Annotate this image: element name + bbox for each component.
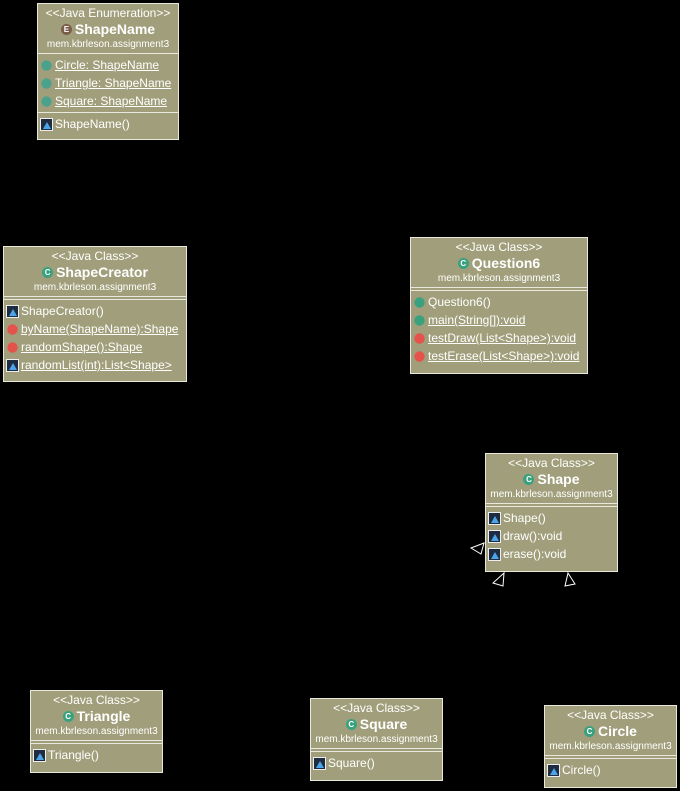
class-name: ShapeName [74,21,156,37]
method-shape-ctor[interactable]: Shape() [488,509,615,527]
stereotype-label: <<Java Class>> [53,693,140,707]
inheritance-arrowhead-circle [564,571,576,587]
package-method-icon [488,529,501,543]
private-static-method-icon [7,341,18,353]
method-testdraw[interactable]: testDraw(List<Shape>):void [413,329,585,347]
field-circle[interactable]: Circle: ShapeName [40,56,176,74]
package-label: mem.kbrleson.assignment3 [490,489,613,500]
method-square-ctor[interactable]: Square() [313,754,440,772]
private-static-method-icon [414,332,425,344]
constructor-icon [40,117,53,131]
static-final-field-icon [41,77,52,89]
class-icon: C [345,718,357,730]
class-name: Shape [537,471,580,487]
package-method-icon [488,547,501,561]
method-main[interactable]: main(String[]):void [413,311,585,329]
stereotype-label: <<Java Class>> [51,249,139,263]
public-static-method-icon [414,314,425,326]
static-final-field-icon [41,59,52,71]
method-testerase[interactable]: testErase(List<Shape>):void [413,347,585,365]
class-icon: C [523,473,535,485]
method-question6-ctor[interactable]: Question6() [413,293,585,311]
stereotype-label: <<Java Enumeration>> [45,6,171,20]
constructor-icon [488,511,501,525]
class-icon: C [457,257,469,269]
class-icon: C [42,266,54,278]
enum-icon: E [60,23,72,35]
public-constructor-icon [414,296,425,308]
method-erase[interactable]: erase():void [488,545,615,563]
method-shapecreator-ctor[interactable]: ShapeCreator() [6,302,184,320]
method-randomshape[interactable]: randomShape():Shape [6,338,184,356]
constructor-icon [547,763,560,777]
constructor-icon [33,748,46,762]
method-randomlist[interactable]: randomList(int):List<Shape> [6,356,184,374]
stereotype-label: <<Java Class>> [567,708,654,722]
package-static-method-icon [6,358,19,372]
inheritance-arrowhead-square [492,571,505,587]
class-name: Question6 [471,255,541,271]
inheritance-arrowhead-triangle [469,542,485,555]
class-name: Triangle [76,708,131,724]
class-name: Circle [598,723,637,739]
constructor-icon [6,304,19,318]
field-triangle[interactable]: Triangle: ShapeName [40,74,176,92]
class-name: ShapeCreator [56,264,148,280]
package-label: mem.kbrleson.assignment3 [437,273,561,284]
package-label: mem.kbrleson.assignment3 [35,726,158,737]
field-square[interactable]: Square: ShapeName [40,92,176,110]
package-label: mem.kbrleson.assignment3 [315,734,438,745]
constructor-icon [313,756,326,770]
private-static-method-icon [414,350,425,362]
method-shapename-ctor[interactable]: ShapeName() [40,115,176,133]
private-static-method-icon [7,323,18,335]
method-triangle-ctor[interactable]: Triangle() [33,746,160,764]
stereotype-label: <<Java Class>> [455,240,543,254]
package-label: mem.kbrleson.assignment3 [549,741,672,752]
package-label: mem.kbrleson.assignment3 [46,39,170,50]
method-draw[interactable]: draw():void [488,527,615,545]
package-label: mem.kbrleson.assignment3 [33,282,157,293]
method-circle-ctor[interactable]: Circle() [547,761,674,779]
class-icon: C [584,725,596,737]
class-name: Square [359,716,408,732]
method-byname[interactable]: byName(ShapeName):Shape [6,320,184,338]
stereotype-label: <<Java Class>> [333,701,420,715]
class-icon: C [62,710,74,722]
static-final-field-icon [41,95,52,107]
stereotype-label: <<Java Class>> [508,456,595,470]
